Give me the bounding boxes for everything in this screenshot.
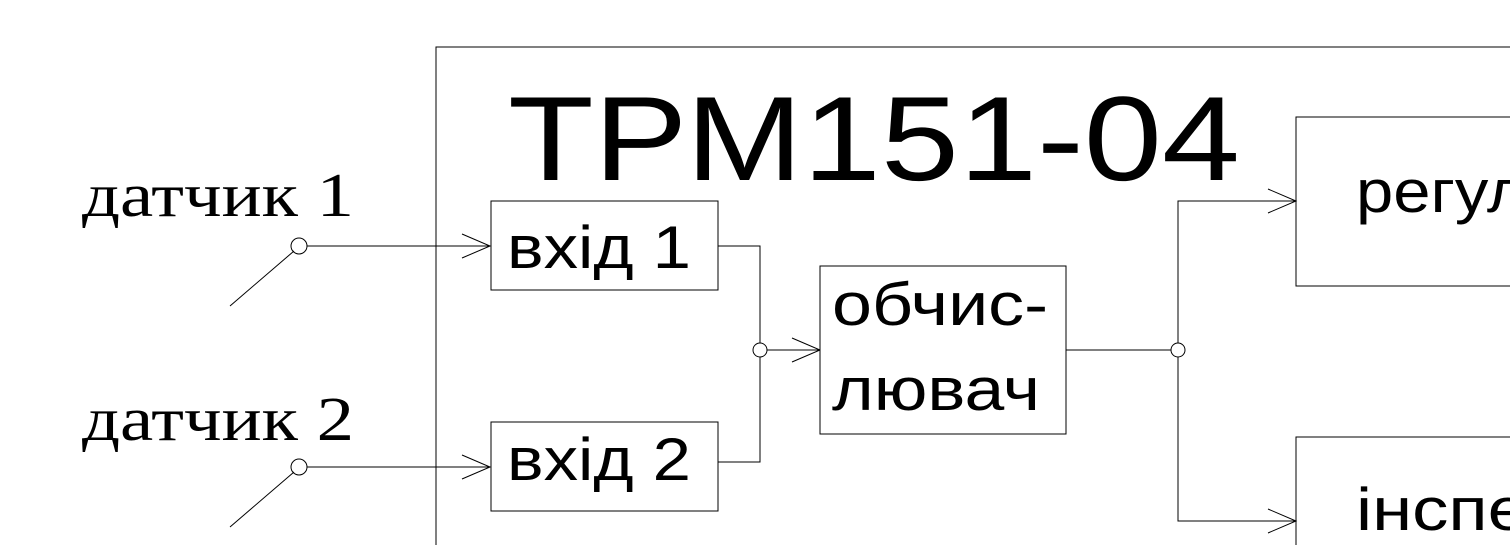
- junction-2-icon: [1170, 342, 1186, 358]
- inspector-block: [1295, 436, 1510, 545]
- sensor-1-label: датчик 1: [82, 162, 354, 230]
- branch-to-inspector-wire: [1177, 357, 1296, 522]
- inspector-label: інспе: [1356, 476, 1510, 543]
- sensor-2-label: датчик 2: [82, 386, 354, 454]
- input1-to-junction-wire: [718, 245, 761, 343]
- calculator-label-line1: обчис-: [832, 271, 1048, 338]
- device-frame: [435, 46, 1510, 545]
- junction-1-icon: [752, 342, 768, 358]
- regulator-label: регул: [1356, 158, 1510, 225]
- calculator-block: [819, 265, 1067, 435]
- branch-to-regulator-wire: [1177, 200, 1296, 343]
- device-title: ТРМ151-04: [508, 72, 1240, 206]
- input1-block: [490, 200, 719, 291]
- sensor-1-switch-icon: [229, 237, 308, 307]
- calculator-label-line2: лювач: [832, 356, 1040, 423]
- input2-to-junction-wire: [718, 357, 761, 463]
- regulator-block: [1295, 116, 1510, 287]
- input2-label: вхід 2: [507, 426, 691, 493]
- input2-block: [490, 421, 719, 512]
- arrow-to-input1-icon: [461, 233, 492, 259]
- arrow-to-input2-icon: [461, 454, 492, 480]
- input1-label: вхід 1: [507, 214, 691, 281]
- sensor-2-switch-icon: [229, 458, 308, 528]
